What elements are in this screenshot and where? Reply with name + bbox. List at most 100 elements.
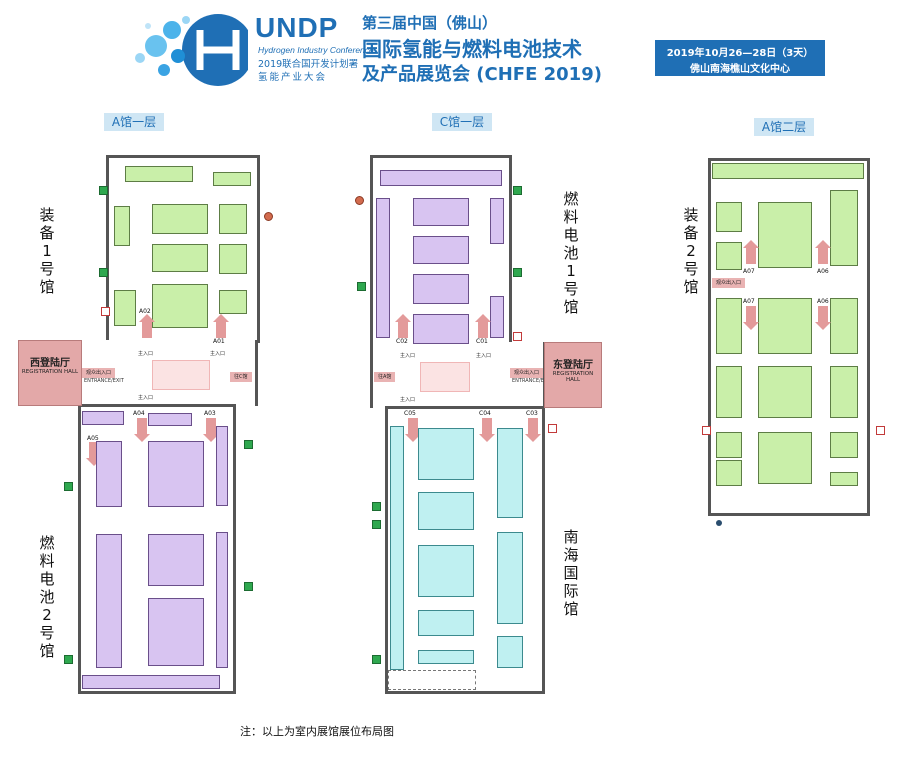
booth[interactable] (830, 432, 858, 458)
entrance-arrow (203, 418, 219, 442)
booth[interactable] (114, 290, 136, 326)
booth[interactable] (96, 441, 122, 507)
booth[interactable] (716, 298, 742, 354)
booth[interactable] (418, 492, 474, 530)
booth[interactable] (413, 314, 469, 344)
booth[interactable] (497, 532, 523, 624)
entrance-arrow (479, 418, 495, 442)
booth-code-a06: A06 (817, 268, 829, 275)
booth[interactable] (758, 366, 812, 418)
booth[interactable] (716, 242, 742, 270)
booth[interactable] (418, 545, 474, 597)
booth[interactable] (830, 472, 858, 486)
booth[interactable] (82, 411, 124, 425)
booth-code-c02: C02 (396, 338, 408, 345)
hall-a1-title: A馆一层 (104, 113, 164, 131)
conference-chinese-name: 2019联合国开发计划署 (258, 59, 359, 70)
booth[interactable] (219, 244, 247, 274)
event-venue: 佛山南海樵山文化中心 (690, 64, 790, 75)
booth[interactable] (418, 650, 474, 664)
booth[interactable] (390, 426, 404, 670)
booth[interactable] (758, 432, 812, 484)
booth[interactable] (712, 163, 864, 179)
booth[interactable] (413, 236, 469, 264)
booth[interactable] (148, 441, 204, 507)
entrance-arrow (815, 240, 831, 264)
emergency-exit-sign (99, 186, 108, 195)
booth[interactable] (413, 274, 469, 304)
booth[interactable] (830, 190, 858, 266)
booth-code-a05: A05 (87, 435, 99, 442)
booth-code-c01: C01 (476, 338, 488, 345)
hall-c1-lower-label: 南海国际馆 (563, 528, 579, 618)
booth[interactable] (716, 202, 742, 232)
to-hall-c-sign: 往C馆 (230, 372, 252, 382)
undp-logo-graphic (135, 14, 248, 86)
booth[interactable] (413, 198, 469, 226)
expo-title-line3: 及产品展览会 (CHFE 2019) (362, 64, 602, 85)
booth[interactable] (213, 172, 251, 186)
booth-code-c04: C04 (479, 410, 491, 417)
emergency-exit-sign (64, 482, 73, 491)
booth[interactable] (219, 204, 247, 234)
booth[interactable] (216, 532, 228, 668)
expo-title-line2: 国际氢能与燃料电池技术 (362, 37, 582, 61)
emergency-exit-sign (372, 520, 381, 529)
booth[interactable] (418, 610, 474, 636)
emergency-exit-sign (244, 582, 253, 591)
stage-area (388, 670, 476, 690)
emergency-exit-sign (372, 655, 381, 664)
booth[interactable] (716, 432, 742, 458)
booth[interactable] (716, 460, 742, 486)
booth[interactable] (82, 675, 220, 689)
booth[interactable] (830, 366, 858, 418)
booth[interactable] (125, 166, 193, 182)
main-entrance-label: 主入口 (476, 353, 492, 359)
booth[interactable] (418, 428, 474, 480)
booth[interactable] (758, 202, 812, 268)
booth[interactable] (148, 413, 192, 426)
emergency-exit-sign (372, 502, 381, 511)
entrance-arrow (213, 314, 229, 338)
booth-code-a01: A01 (213, 338, 225, 345)
booth[interactable] (380, 170, 502, 186)
main-entrance-label: 主入口 (138, 395, 154, 401)
booth[interactable] (114, 206, 130, 246)
stairs-icon (716, 520, 722, 526)
fire-hydrant-sign (101, 307, 110, 316)
entrance-arrow (815, 306, 831, 330)
booth[interactable] (830, 298, 858, 354)
fire-hydrant-sign (513, 332, 522, 341)
booth[interactable] (497, 636, 523, 668)
booth[interactable] (216, 426, 228, 506)
booth[interactable] (497, 428, 523, 518)
main-entrance-label: 主入口 (400, 397, 416, 403)
emergency-exit-sign (513, 268, 522, 277)
entrance-arrow (139, 314, 155, 338)
conference-english-name: Hydrogen Industry Conference (258, 45, 374, 55)
booth[interactable] (490, 198, 504, 244)
entrance-arrow (405, 418, 421, 442)
booth[interactable] (152, 204, 208, 234)
booth[interactable] (148, 534, 204, 586)
hall-a2-title: A馆二层 (754, 118, 814, 136)
booth[interactable] (758, 298, 812, 354)
entrance-arrow (395, 314, 411, 338)
corridor-lobby-area (420, 362, 470, 392)
hall-a1-upper-label: 装备1号馆 (39, 206, 55, 296)
booth[interactable] (490, 296, 504, 338)
booth-code-a07: A07 (743, 268, 755, 275)
booth[interactable] (152, 244, 208, 272)
booth-code-a04: A04 (133, 410, 145, 417)
booth[interactable] (96, 534, 122, 668)
event-info-box: 2019年10月26—28日（3天） 佛山南海樵山文化中心 (655, 40, 825, 76)
booth[interactable] (152, 284, 208, 328)
entrance-arrow (743, 306, 759, 330)
conference-chinese-subtitle: 氢能产业大会 (258, 72, 328, 83)
hall-c1-title: C馆一层 (432, 113, 492, 131)
booth[interactable] (716, 366, 742, 418)
booth[interactable] (376, 198, 390, 338)
booth[interactable] (219, 290, 247, 314)
main-entrance-label: 主入口 (138, 351, 154, 357)
booth[interactable] (148, 598, 204, 666)
